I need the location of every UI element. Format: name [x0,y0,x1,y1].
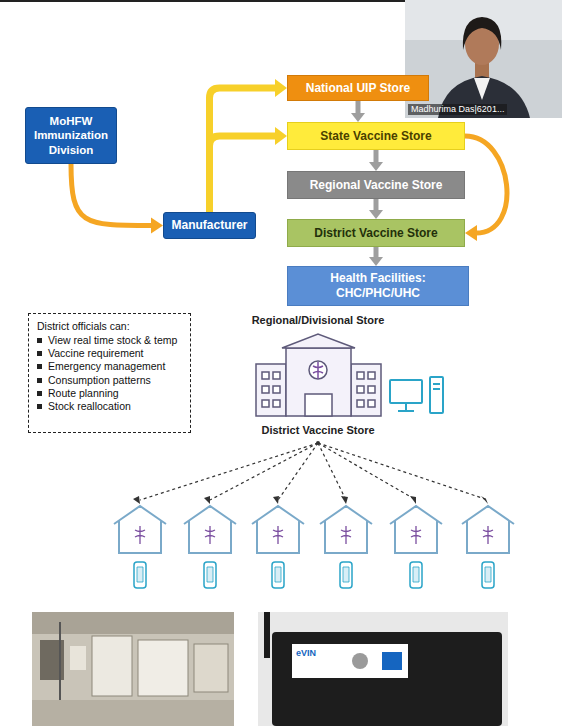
flow-arrow [71,164,152,226]
flow-arrow [210,88,277,212]
list-row: Consumption patterns [37,374,151,387]
presenter-name: Madhurima Das|6201... [408,104,507,115]
store-box: Regional Vaccine Store [287,171,465,199]
list-item: Stock reallocation [48,400,131,413]
arrow-head [275,127,287,145]
store-icon-label: District Vaccine Store [238,424,398,437]
arrow-head [369,162,383,171]
flow-arrow [374,199,379,211]
store-box: State Vaccine Store [287,122,465,150]
regional-store-building [256,334,381,416]
health-facility-houses [114,506,514,553]
list-row: Vaccine requirement [37,347,144,360]
arrow-head [275,79,287,97]
bullet-square [37,378,42,383]
distribution-arrowheads [133,441,488,504]
arrow-head [369,257,383,266]
cold-room-photo [32,612,234,726]
facility-box: Health Facilities: CHC/PHC/UHC [287,266,469,306]
computer-icon [390,377,443,413]
flow-arrow [356,101,361,114]
arrow-head [351,113,365,122]
store-box-text: National UIP Store [306,81,410,96]
ministry-box-text: MoHFW Immunization Division [31,114,111,157]
store-box-text: Regional Vaccine Store [310,178,443,193]
officials-list-box-text: District officials can: [37,320,130,333]
list-item: Emergency management [48,360,165,373]
mobile-phones [134,562,494,588]
officials-list-box: District officials can:View real time st… [28,313,191,433]
bullet-square [37,351,42,356]
bullet-square [37,391,42,396]
device-logo: eVIN [296,648,316,659]
list-item: Vaccine requirement [48,347,144,360]
list-row: Emergency management [37,360,165,373]
caduceus-symbols [135,526,493,544]
list-item: View real time stock & temp [48,334,177,347]
list-item: Consumption patterns [48,374,151,387]
store-box: District Vaccine Store [287,219,465,247]
distribution-arrows [140,443,488,500]
evin-device-photo [258,612,508,726]
list-row: View real time stock & temp [37,334,177,347]
bullet-square [37,364,42,369]
facility-box-text: Health Facilities: CHC/PHC/UHC [293,271,463,301]
store-icon-label: Regional/Divisional Store [238,314,398,327]
ministry-box: MoHFW Immunization Division [25,107,117,164]
bullet-square [37,404,42,409]
store-box: National UIP Store [287,75,429,101]
arrow-head [369,210,383,219]
flow-arrow [465,136,507,233]
list-row: Route planning [37,387,119,400]
arrow-head [465,225,477,241]
arrow-head [151,218,163,234]
manufacturer-box: Manufacturer [163,212,256,239]
list-item: Route planning [48,387,119,400]
bullet-square [37,338,42,343]
flow-arrow [210,136,277,212]
list-row: Stock reallocation [37,400,131,413]
store-box-text: State Vaccine Store [320,129,431,144]
manufacturer-box-text: Manufacturer [171,218,247,233]
store-box-text: District Vaccine Store [314,226,437,241]
flow-arrow [374,150,379,163]
flow-arrow [374,247,379,258]
